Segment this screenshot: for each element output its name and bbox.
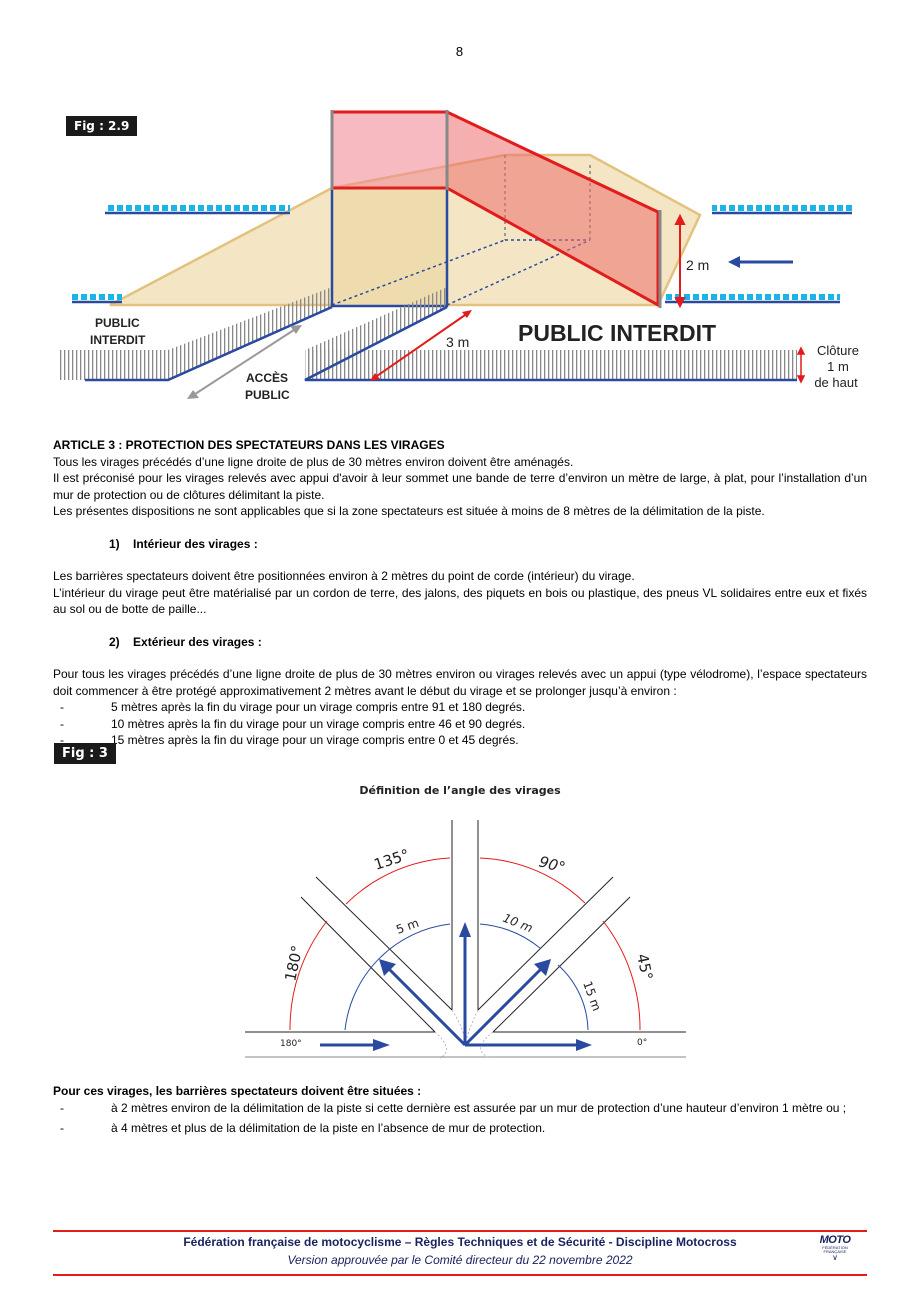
angle-arcs-red bbox=[289, 857, 641, 1031]
distance-arcs-blue bbox=[344, 923, 589, 1031]
paragraph: Pour tous les virages précédés d’une lig… bbox=[53, 667, 867, 698]
list-item: -à 2 mètres environ de la délimitation d… bbox=[60, 1100, 847, 1115]
barriers-title: Pour ces virages, les barrières spectate… bbox=[53, 1084, 422, 1098]
angle-90-label: 90° bbox=[537, 852, 567, 876]
section-title: Extérieur des virages : bbox=[133, 634, 262, 649]
base-0-label: 0° bbox=[637, 1038, 647, 1048]
list-item: -à 4 mètres et plus de la délimitation d… bbox=[60, 1121, 546, 1135]
access-arrow bbox=[187, 325, 302, 399]
cloture-label: Clôture bbox=[817, 343, 859, 358]
cloture-label: 1 m bbox=[827, 359, 849, 374]
cloture-label: de haut bbox=[814, 375, 858, 390]
public-interdit-label: PUBLIC bbox=[95, 316, 140, 330]
ffm-logo: MOTO FÉDÉRATION FRANÇAISE ∨ bbox=[819, 1234, 851, 1262]
section-number: 2) bbox=[109, 634, 120, 649]
page-footer: Fédération française de motocyclisme – R… bbox=[53, 1230, 867, 1276]
fence-height-arrow bbox=[796, 346, 806, 384]
list-item: -15 mètres après la fin du virage pour u… bbox=[60, 733, 519, 747]
list-item: -5 mètres après la fin du virage pour un… bbox=[60, 700, 526, 714]
track-fences bbox=[72, 205, 852, 304]
direction-arrows bbox=[320, 922, 592, 1051]
distance-15m-label: 15 m bbox=[580, 979, 604, 1013]
public-interdit-title: PUBLIC INTERDIT bbox=[518, 320, 716, 346]
public-interdit-label: INTERDIT bbox=[90, 333, 146, 347]
angle-45-label: 45° bbox=[633, 952, 656, 982]
spectator-fences bbox=[58, 287, 797, 382]
track-lines bbox=[245, 820, 686, 1058]
footer-title: Fédération française de motocyclisme – R… bbox=[183, 1235, 737, 1249]
figure-label: Fig : 2.9 bbox=[66, 116, 138, 136]
paragraph: Les barrières spectateurs doivent être p… bbox=[53, 569, 635, 583]
acces-label: ACCÈS bbox=[246, 370, 288, 385]
distance-5m-label: 5 m bbox=[394, 916, 421, 937]
height-arrow bbox=[674, 213, 686, 309]
angle-180-label: 180° bbox=[281, 944, 306, 983]
distance-10m-label: 10 m bbox=[501, 911, 535, 936]
paragraph: Il est préconisé pour les virages relevé… bbox=[53, 471, 867, 502]
section-title: Intérieur des virages : bbox=[133, 536, 258, 551]
page-number: 8 bbox=[455, 44, 464, 59]
barriers-section: Pour ces virages, les barrières spectate… bbox=[53, 1083, 867, 1137]
distance-list: -5 mètres après la fin du virage pour un… bbox=[53, 699, 867, 749]
base-180-label: 180° bbox=[280, 1039, 302, 1049]
article-3: ARTICLE 3 : PROTECTION DES SPECTATEURS D… bbox=[53, 437, 867, 749]
angle-135-label: 135° bbox=[372, 846, 412, 874]
distance-label: 3 m bbox=[446, 334, 469, 350]
figure-title: Définition de l’angle des virages bbox=[359, 784, 561, 797]
figure-2-9: PUBLIC INTERDIT PUBLIC INTERDIT 3 m 2 m … bbox=[58, 109, 859, 402]
height-label: 2 m bbox=[686, 257, 709, 273]
paragraph: L’intérieur du virage peut être matérial… bbox=[53, 585, 867, 617]
list-item: -10 mètres après la fin du virage pour u… bbox=[60, 716, 526, 731]
section-number: 1) bbox=[109, 536, 120, 551]
direction-arrow bbox=[728, 256, 793, 268]
footer-version: Version approuvée par le Comité directeu… bbox=[287, 1253, 633, 1267]
figure-label: Fig : 3 bbox=[54, 743, 116, 764]
article-title: ARTICLE 3 : PROTECTION DES SPECTATEURS D… bbox=[53, 438, 445, 452]
distance-arrow bbox=[370, 310, 472, 381]
paragraph: Les présentes dispositions ne sont appli… bbox=[53, 504, 765, 518]
barriers-list: -à 2 mètres environ de la délimitation d… bbox=[53, 1100, 867, 1137]
protection-panel-front bbox=[330, 110, 449, 190]
acces-label: PUBLIC bbox=[245, 388, 290, 402]
paragraph: Tous les virages précédés d’une ligne dr… bbox=[53, 454, 574, 469]
